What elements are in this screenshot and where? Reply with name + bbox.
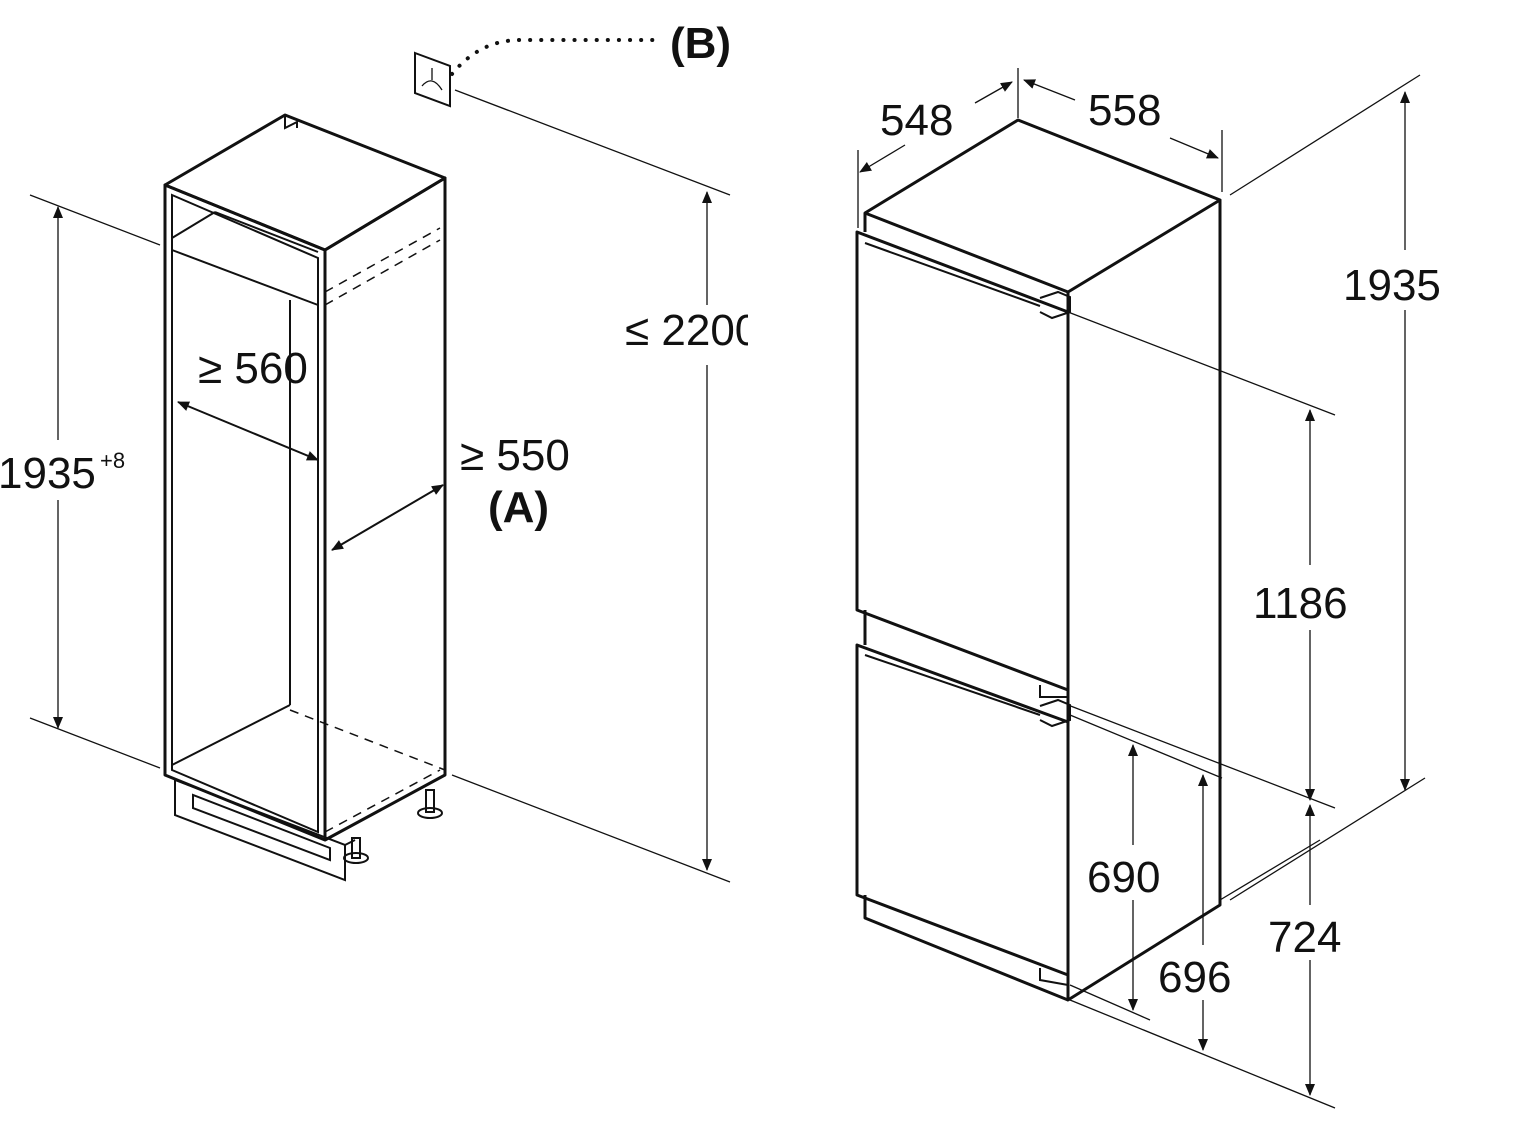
cabinet-height-tolerance: +8 (100, 448, 125, 473)
upper-door-height-label: 1186 (1253, 579, 1348, 628)
bottom-height-label: 724 (1268, 913, 1341, 962)
cabinet-dimensions (29, 89, 731, 883)
note-a-label: (A) (488, 483, 549, 532)
power-socket-icon (414, 51, 451, 108)
note-b-label: (B) (670, 19, 731, 68)
cabinet-min-depth-label: ≥ 550 (460, 431, 570, 480)
cabinet-drawing (163, 113, 447, 882)
cabinet-height-label: 1935 (0, 449, 96, 498)
appliance-depth-label: 548 (880, 96, 953, 145)
appliance-width-label: 558 (1088, 86, 1161, 135)
appliance-height-label: 1935 (1343, 261, 1441, 310)
lower-door-height-label: 690 (1087, 853, 1160, 902)
appliance-dimensions (857, 68, 1426, 1109)
cabinet-min-width-label: ≥ 560 (198, 344, 308, 393)
lower-hinge-height-label: 696 (1158, 953, 1231, 1002)
appliance-drawing (855, 118, 1222, 1002)
cabinet-max-height-label: ≤ 2200 (625, 306, 759, 355)
